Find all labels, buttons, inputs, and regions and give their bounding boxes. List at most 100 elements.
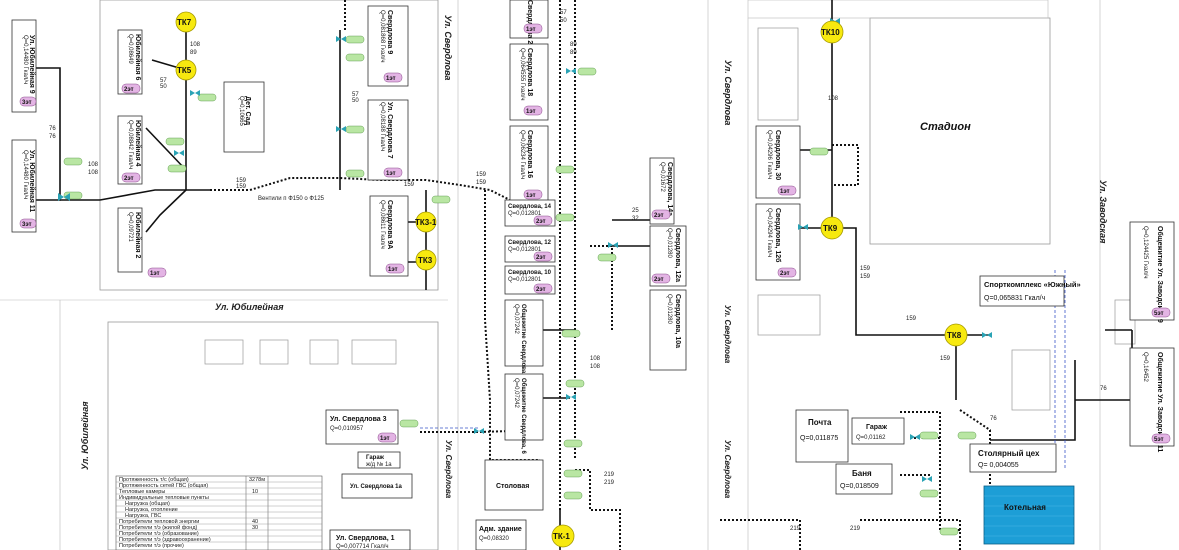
svg-text:25: 25 xyxy=(632,208,639,214)
building-post-office: Почта Q=0,011875 xyxy=(795,409,849,463)
table-row: Потребители тепловой энергии xyxy=(119,518,199,525)
building-dormitory-sverdlova-8: Общежитие Свердлова, 8 Q=0,07242 xyxy=(504,299,544,381)
building-yubileynaya-6: Юбилейная 6 Q=0,08649 2эт xyxy=(117,29,143,95)
svg-text:Q=0,08320: Q=0,08320 xyxy=(479,536,510,542)
block-outline-right xyxy=(747,0,1049,19)
svg-text:159: 159 xyxy=(236,178,247,184)
svg-text:Q=0,018509: Q=0,018509 xyxy=(840,483,879,490)
building-canteen: Столовая xyxy=(484,459,544,511)
svg-text:57: 57 xyxy=(560,10,567,16)
svg-text:2эт: 2эт xyxy=(654,213,664,219)
svg-text:Свердлова, 10: Свердлова, 10 xyxy=(508,270,552,276)
svg-text:Q=0,16452: Q=0,16452 xyxy=(1142,352,1148,383)
svg-text:Котельная: Котельная xyxy=(1004,503,1046,512)
building-sverdlova-9: Свердлова 9 Q=0,081868 Гкал/ч 1эт xyxy=(367,5,409,87)
table-row: Потребители т/э (образование) xyxy=(119,531,199,537)
outbuilding xyxy=(259,339,289,365)
svg-text:Юбилейная 6: Юбилейная 6 xyxy=(134,34,142,81)
svg-text:50: 50 xyxy=(352,98,359,104)
svg-text:1эт: 1эт xyxy=(526,193,536,199)
building-sverdlova-30: Свердлова, 30 Q=0,04296 Гкал/ч 1эт xyxy=(755,125,801,199)
svg-text:Общежитие Ул. Заводская 11: Общежитие Ул. Заводская 11 xyxy=(1156,352,1164,452)
svg-text:Адм. здание: Адм. здание xyxy=(479,526,522,533)
svg-text:Почта: Почта xyxy=(808,418,832,427)
svg-text:ТК3: ТК3 xyxy=(418,256,433,265)
svg-text:ТК8: ТК8 xyxy=(947,331,962,340)
valve-icon xyxy=(167,164,187,173)
svg-text:Свердлова 9А: Свердлова 9А xyxy=(386,200,393,249)
svg-text:159: 159 xyxy=(860,274,871,280)
building-sverdlova-14: Свердлова, 14 Q=0,012801 2эт xyxy=(504,199,556,227)
valve-icon xyxy=(431,195,451,204)
heat-chamber-tk3: ТК3 xyxy=(415,249,437,271)
svg-text:1эт: 1эт xyxy=(150,271,160,277)
boiler-house: Котельная xyxy=(983,485,1075,545)
building-yubileynaya-2: Юбилейная 2 Q=0,09721 1эт xyxy=(117,207,167,278)
valve-icon xyxy=(566,67,597,76)
svg-text:Гараж: Гараж xyxy=(366,455,385,461)
svg-text:Юбилейная 4: Юбилейная 4 xyxy=(134,120,142,167)
svg-text:1эт: 1эт xyxy=(388,267,398,273)
valve-icon xyxy=(345,169,365,178)
building-sverdlova-12b: Свердлова, 12б Q=0,04294 Гкал/ч 2эт xyxy=(755,203,801,281)
svg-text:Q=0,14480 Гкал/ч: Q=0,14480 Гкал/ч xyxy=(22,150,28,199)
svg-text:1эт: 1эт xyxy=(526,27,536,33)
svg-text:ТК10: ТК10 xyxy=(821,28,840,37)
svg-text:2эт: 2эт xyxy=(536,219,546,225)
svg-text:159: 159 xyxy=(236,184,247,190)
building-kindergarten: Дет. Сад Q=0,10665 xyxy=(223,81,265,153)
svg-text:76: 76 xyxy=(49,134,56,140)
street-label-sverdlova-2: Ул. Свердлова xyxy=(444,440,453,499)
svg-text:1эт: 1эт xyxy=(380,436,390,442)
svg-text:50: 50 xyxy=(560,18,567,24)
heat-chamber-tk9: ТК9 xyxy=(820,216,844,240)
valve-icon xyxy=(809,18,840,156)
pipes-blue xyxy=(420,270,1066,470)
building-garage-1a: Гараж ж/д № 1а xyxy=(357,451,401,469)
valve-note: Вентили п Ф150 о Ф125 xyxy=(258,196,325,202)
svg-text:108: 108 xyxy=(828,96,839,102)
svg-text:Спорткомплекс «Южный»: Спорткомплекс «Южный» xyxy=(984,280,1081,289)
building-sverdlova-9a: Свердлова 9А Q=0,08611 Гкал/ч 1эт xyxy=(369,195,409,277)
svg-text:Q=0,01162: Q=0,01162 xyxy=(856,435,886,441)
valve-icon xyxy=(910,431,939,440)
table-row: Индивидуальные тепловые пункты xyxy=(119,495,209,501)
table-cell: 3278м xyxy=(249,477,265,483)
svg-text:Q=0,10665: Q=0,10665 xyxy=(238,96,244,127)
table-row: Потребители т/э (жилой фонд) xyxy=(119,524,198,531)
outbuilding xyxy=(757,294,821,336)
table-row: Протяженность т/с (общая) xyxy=(119,477,189,483)
block-outline-yubileynaya xyxy=(99,0,439,291)
building-garage: Гараж Q=0,01162 xyxy=(851,417,905,445)
svg-text:Юбилейная 2: Юбилейная 2 xyxy=(134,212,142,259)
svg-text:3эт: 3эт xyxy=(22,222,32,228)
building-sverdlova-14a: Свердлова, 14а Q=0,01672 2эт xyxy=(649,157,675,225)
svg-text:5эт: 5эт xyxy=(1154,311,1164,317)
svg-text:Дет. Сад: Дет. Сад xyxy=(244,96,251,126)
building-sverdlova-3: Ул. Свердлова 3 Q=0,010957 1эт xyxy=(325,409,399,445)
building-sverdlova-10: Свердлова, 10 Q=0,012801 2эт xyxy=(504,265,556,295)
svg-text:Свердлова, 12: Свердлова, 12 xyxy=(508,240,552,246)
svg-text:Q=0,007714 Гкал/ч: Q=0,007714 Гкал/ч xyxy=(336,544,389,550)
valve-icon xyxy=(190,90,217,102)
svg-text:1эт: 1эт xyxy=(526,109,536,115)
valve-icon xyxy=(939,527,959,536)
svg-text:2эт: 2эт xyxy=(124,87,134,93)
svg-text:108: 108 xyxy=(88,162,99,168)
building-yubileynaya-11: Ул. Юбилейная 11 Q=0,14480 Гкал/ч 3эт xyxy=(11,139,37,233)
table-row: Протяженность сетей ГВС (общая) xyxy=(119,482,208,489)
svg-text:Ул. Свердлова, 1: Ул. Свердлова, 1 xyxy=(336,535,395,542)
building-bathhouse: Баня Q=0,018509 xyxy=(835,463,893,495)
svg-text:Ул. Юбилейная 11: Ул. Юбилейная 11 xyxy=(28,150,36,212)
svg-text:Общежитие Свердлова, 6: Общежитие Свердлова, 6 xyxy=(520,378,527,455)
valve-icon xyxy=(58,191,83,201)
svg-text:Q=0,07242: Q=0,07242 xyxy=(513,304,519,335)
svg-text:2эт: 2эт xyxy=(536,287,546,293)
street-label-sverdlova-5: Ул. Свердлова xyxy=(723,440,732,499)
table-cell: 40 xyxy=(252,519,258,525)
valve-icon xyxy=(165,137,185,156)
outbuilding xyxy=(204,339,244,365)
valve-icon xyxy=(555,165,575,174)
svg-text:76: 76 xyxy=(49,126,56,132)
